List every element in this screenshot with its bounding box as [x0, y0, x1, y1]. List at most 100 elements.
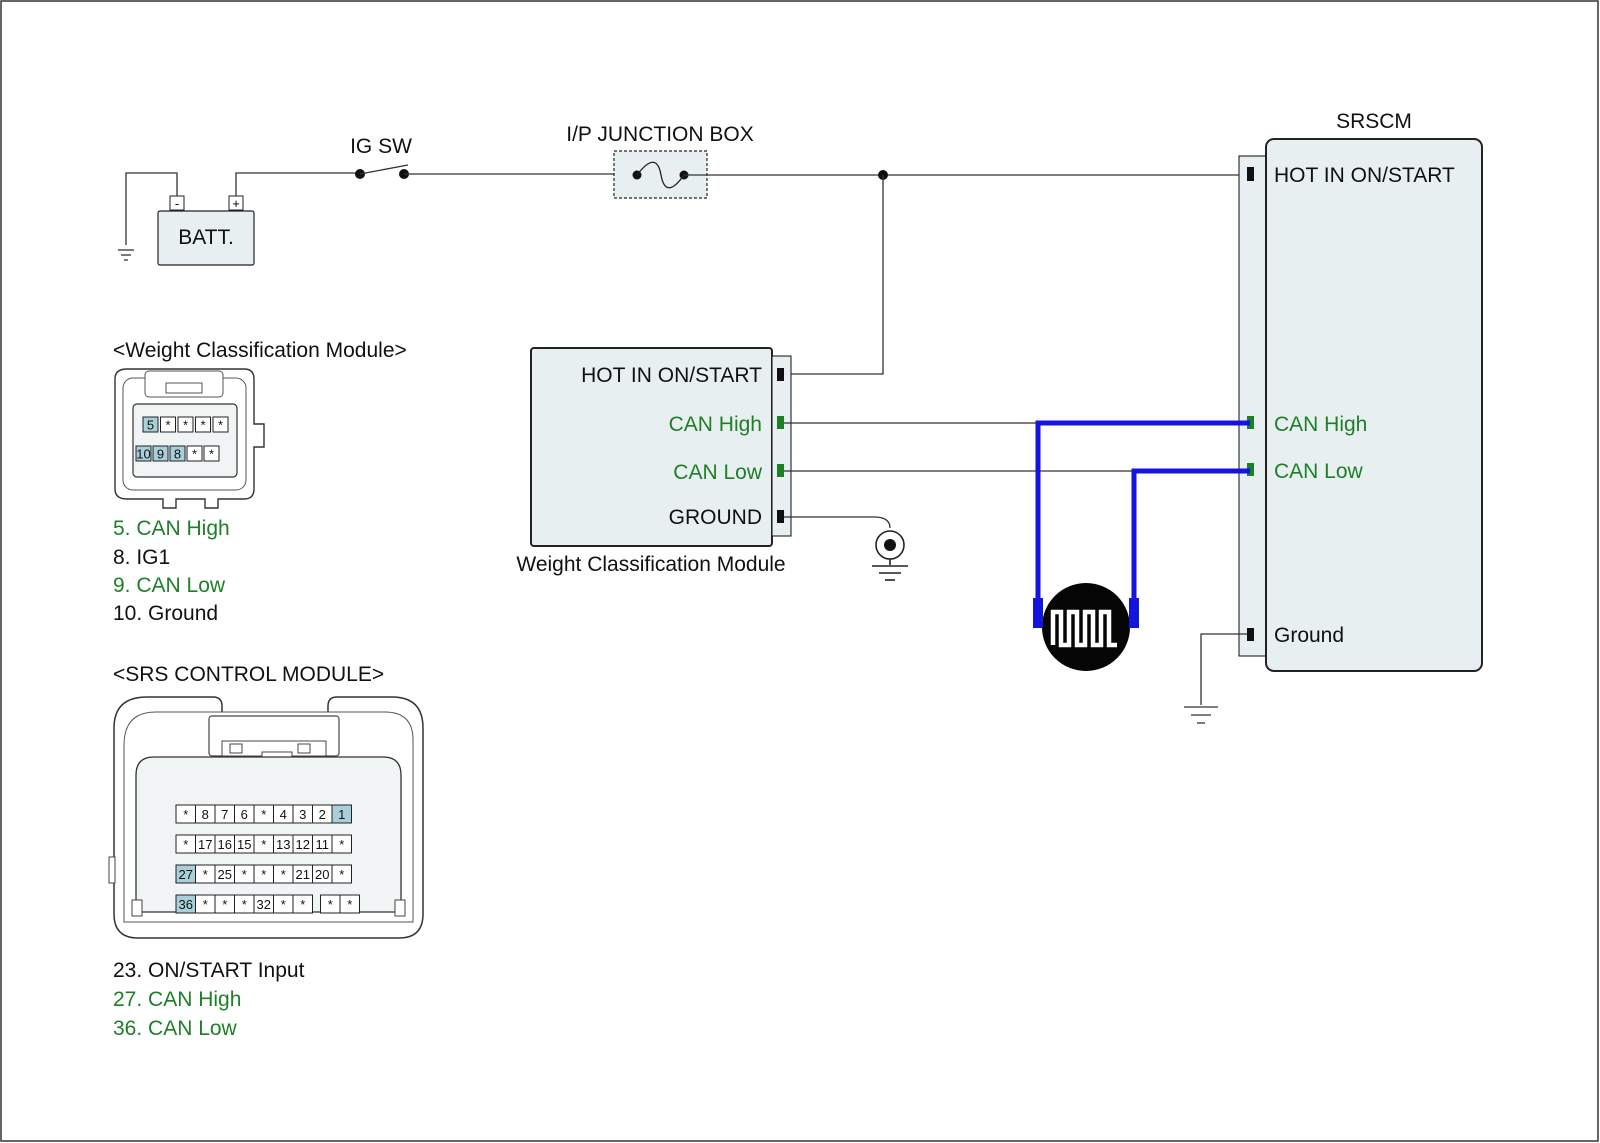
connector-pin-label: * — [328, 897, 333, 912]
connector-pin-label: * — [339, 837, 344, 852]
connector-pin: * — [273, 864, 294, 884]
wcm-pin-list-item: 8. IG1 — [113, 546, 170, 569]
connector-pin-label: 15 — [237, 837, 251, 852]
connector-pin: * — [339, 894, 360, 914]
connector-pin-label: 16 — [218, 837, 232, 852]
srscm-title: SRSCM — [1336, 110, 1412, 133]
connector-pin: * — [292, 894, 313, 914]
connector-pin: * — [234, 894, 255, 914]
connector-pin-label: * — [281, 867, 286, 882]
connector-pin: 9 — [152, 445, 169, 462]
connector-pin: 8 — [169, 445, 186, 462]
wcm-ground-symbol — [872, 530, 908, 581]
connector-pin-label: 5 — [147, 418, 154, 433]
wcm-pin-list-item: 10. Ground — [113, 602, 218, 625]
connector-pin-label: 17 — [198, 837, 212, 852]
srscm-ground-symbol — [1184, 706, 1218, 724]
connector-pin: 27 — [175, 864, 196, 884]
wcm-hot-label: HOT IN ON/START — [581, 364, 762, 387]
srscm-module: SRSCM HOT IN ON/START CAN High CAN Low G… — [1238, 110, 1483, 672]
connector-pin: 21 — [292, 864, 313, 884]
connector-pin-label: * — [300, 897, 305, 912]
connector-pin-label: * — [203, 867, 208, 882]
connector-pin-label: 32 — [257, 897, 271, 912]
connector-pin: * — [253, 864, 274, 884]
connector-pin: * — [320, 894, 341, 914]
wcm-pin-hot — [777, 368, 784, 381]
connector-pin-label: * — [339, 867, 344, 882]
srs-pin-list-item: 27. CAN High — [113, 988, 241, 1011]
connector-pin: * — [234, 864, 255, 884]
connector-pin-label: 8 — [202, 807, 209, 822]
srscm-pin-can-low — [1247, 463, 1254, 476]
connector-pin: 1 — [331, 804, 352, 824]
connector-pin: 12 — [292, 834, 313, 854]
connector-pin-label: 13 — [276, 837, 290, 852]
srscm-ground-label: Ground — [1274, 624, 1344, 647]
connector-pin: 4 — [273, 804, 294, 824]
connector-pin: 7 — [214, 804, 235, 824]
connector-pin: * — [195, 416, 211, 433]
connector-pin-label: 25 — [218, 867, 232, 882]
connector-pin-label: * — [222, 897, 227, 912]
connector-pin: 16 — [214, 834, 235, 854]
connector-pin-label: 3 — [299, 807, 306, 822]
connector-pin-label: * — [203, 897, 208, 912]
connector-pin: * — [253, 804, 274, 824]
connector-pin-label: * — [261, 837, 266, 852]
srscm-pin-can-high — [1247, 416, 1254, 429]
connector-pin: * — [331, 864, 352, 884]
connector-pin-label: * — [165, 418, 170, 433]
connector-pin-label: 1 — [338, 807, 345, 822]
ig-sw-label: IG SW — [350, 135, 412, 158]
srscm-can-high-label: CAN High — [1274, 413, 1367, 436]
battery-neg-label: - — [175, 196, 179, 211]
connector-pin-label: 10 — [136, 447, 150, 462]
wcm-pin-can-high — [777, 416, 784, 429]
wcm-ground-label: GROUND — [669, 506, 762, 529]
connector-pin-label: * — [183, 807, 188, 822]
srs-connector-title: <SRS CONTROL MODULE> — [113, 663, 384, 686]
battery-label: BATT. — [178, 226, 234, 249]
srscm-pin-ground — [1247, 628, 1254, 641]
connector-pin-label: 9 — [157, 447, 164, 462]
wcm-can-high-label: CAN High — [669, 413, 762, 436]
wcm-can-low-label: CAN Low — [673, 461, 763, 484]
connector-pin: 6 — [234, 804, 255, 824]
connector-pin-label: 4 — [280, 807, 287, 822]
connector-pin-label: * — [261, 807, 266, 822]
connector-pin: 36 — [175, 894, 196, 914]
srs-pin-list-item: 23. ON/START Input — [113, 959, 305, 982]
connector-pin: * — [175, 834, 196, 854]
ignition-switch: IG SW — [350, 135, 412, 179]
connector-pin: 10 — [135, 445, 152, 462]
connector-pin-label: * — [183, 418, 188, 433]
battery-ground-symbol — [118, 249, 134, 261]
connector-pin-label: 7 — [221, 807, 228, 822]
connector-pin: * — [212, 416, 229, 433]
connector-pin: * — [214, 894, 235, 914]
connector-pin: * — [195, 864, 216, 884]
connector-pin: * — [195, 894, 216, 914]
wcm-pin-list: 5. CAN High 8. IG1 9. CAN Low 10. Ground — [113, 517, 230, 625]
connector-pin-label: * — [242, 897, 247, 912]
junction-box-label: I/P JUNCTION BOX — [566, 123, 753, 146]
connector-pin: 8 — [195, 804, 216, 824]
connector-pin: 13 — [273, 834, 294, 854]
connector-pin-label: 11 — [316, 837, 330, 852]
connector-pin-label: * — [209, 447, 214, 462]
srs-pin-list-item: 36. CAN Low — [113, 1017, 238, 1040]
wcm-pin-can-low — [777, 464, 784, 477]
connector-pin: 15 — [234, 834, 255, 854]
connector-pin-label: 20 — [315, 867, 329, 882]
connector-pin-label: 36 — [179, 897, 193, 912]
connector-pin-label: 6 — [241, 807, 248, 822]
oscilloscope-icon — [1033, 583, 1139, 671]
battery-pos-label: + — [232, 196, 240, 211]
connector-pin-label: * — [192, 447, 197, 462]
connector-pin-label: * — [218, 418, 223, 433]
connector-pin-label: * — [347, 897, 352, 912]
